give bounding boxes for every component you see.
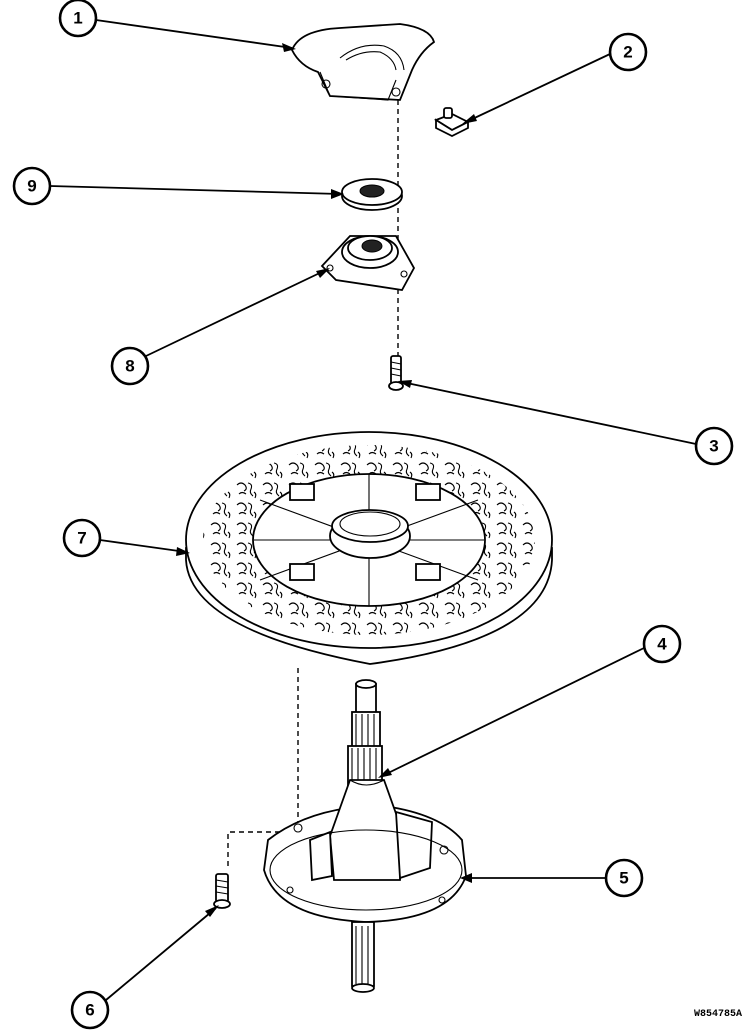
leader-6 (105, 907, 217, 1001)
part-6-screw (213, 873, 231, 909)
leader-7 (99, 539, 187, 553)
leader-lines (49, 19, 697, 1001)
alignment-line-lower (227, 668, 299, 870)
callout-5-label: 5 (619, 869, 628, 888)
callout-6: 6 (70, 990, 110, 1030)
leader-4 (381, 647, 645, 777)
part-1-cover (291, 23, 436, 101)
callout-2-label: 2 (623, 43, 632, 62)
callout-4-label: 4 (657, 635, 667, 654)
part-8-bearing-plate (320, 235, 416, 291)
leader-2 (465, 53, 611, 123)
callout-6-label: 6 (85, 1001, 94, 1020)
callout-3: 3 (694, 426, 734, 466)
part-3-screw (388, 355, 404, 391)
callout-7-label: 7 (77, 529, 86, 548)
leader-1 (95, 19, 293, 49)
callout-2: 2 (608, 32, 648, 72)
callout-1: 1 (58, 0, 98, 38)
callout-3-label: 3 (709, 437, 718, 456)
callout-7: 7 (62, 518, 102, 558)
part-5-gearcase (263, 779, 467, 993)
callout-5: 5 (604, 858, 644, 898)
part-7-pulley (185, 431, 553, 665)
callout-8-label: 8 (125, 357, 134, 376)
leader-8 (145, 269, 327, 357)
callout-8: 8 (110, 346, 150, 386)
callout-9-label: 9 (27, 177, 36, 196)
part-2-nut (433, 107, 471, 138)
callout-1-label: 1 (73, 9, 82, 28)
part-9-seal (341, 178, 403, 211)
leader-9 (49, 185, 341, 195)
leader-3 (401, 381, 697, 445)
drawing-code: W854785A (694, 1009, 742, 1020)
callout-4: 4 (642, 624, 682, 664)
callout-9: 9 (12, 166, 52, 206)
